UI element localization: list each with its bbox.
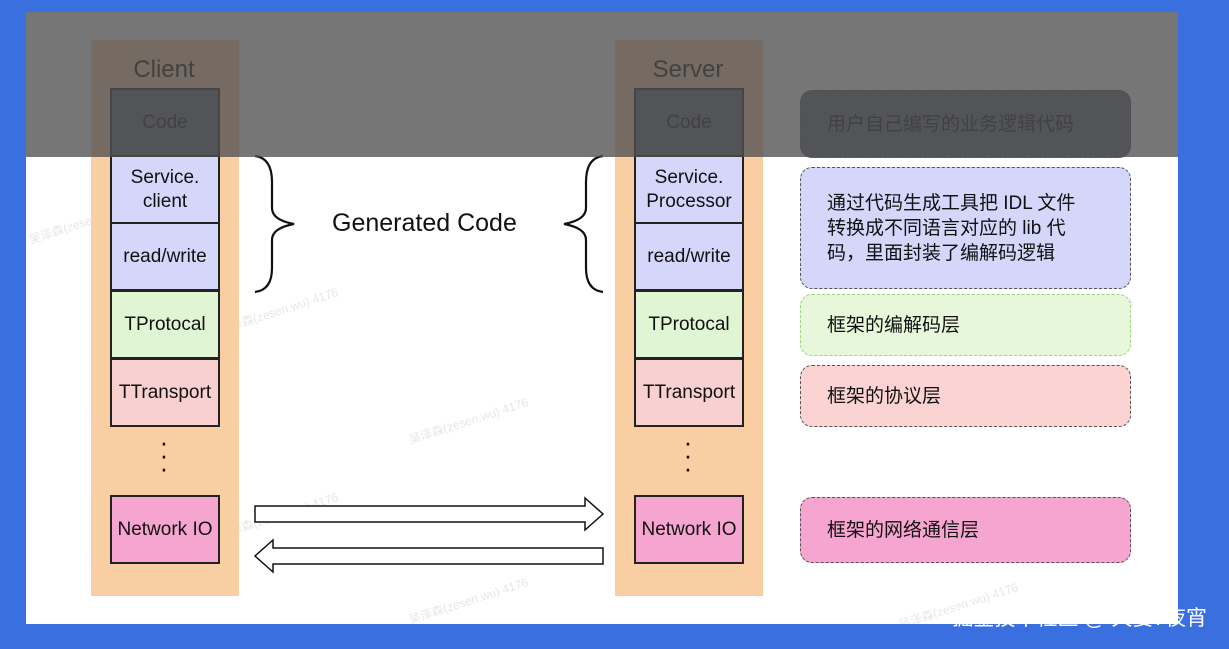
diagram-frame: 吴泽森(zesen.wu) 4176 吴泽森(zesen.wu) 4176 吴泽… <box>26 12 1178 624</box>
connectors <box>253 154 605 574</box>
server-ellipsis: · · · <box>683 427 693 483</box>
client-network-layer: Network IO <box>110 495 220 564</box>
server-transport-layer: TTransport <box>634 358 744 427</box>
server-network-layer: Network IO <box>634 495 744 564</box>
client-protocol-layer: TProtocal <box>110 290 220 359</box>
note-network-layer: 框架的网络通信层 <box>800 497 1131 563</box>
server-readwrite-layer: read/write <box>634 222 744 291</box>
note-business-code: 用户自己编写的业务逻辑代码 <box>800 90 1131 158</box>
note-codec-layer: 框架的编解码层 <box>800 294 1131 356</box>
server-protocol-layer: TProtocal <box>634 290 744 359</box>
footer-credit: 掘金技术社区 @ 天要7夜宵 <box>952 607 1207 630</box>
client-ellipsis: · · · <box>159 427 169 483</box>
note-generated-code: 通过代码生成工具把 IDL 文件 转换成不同语言对应的 lib 代 码，里面封装… <box>800 167 1131 289</box>
right-brace <box>563 154 604 294</box>
server-service-layer: Service. Processor <box>634 155 744 224</box>
left-brace <box>254 154 295 294</box>
client-service-layer: Service. client <box>110 155 220 224</box>
request-arrow <box>254 496 605 532</box>
client-transport-layer: TTransport <box>110 358 220 427</box>
generated-code-label: Generated Code <box>332 209 517 237</box>
note-protocol-layer: 框架的协议层 <box>800 365 1131 427</box>
response-arrow <box>253 538 604 574</box>
client-readwrite-layer: read/write <box>110 222 220 291</box>
